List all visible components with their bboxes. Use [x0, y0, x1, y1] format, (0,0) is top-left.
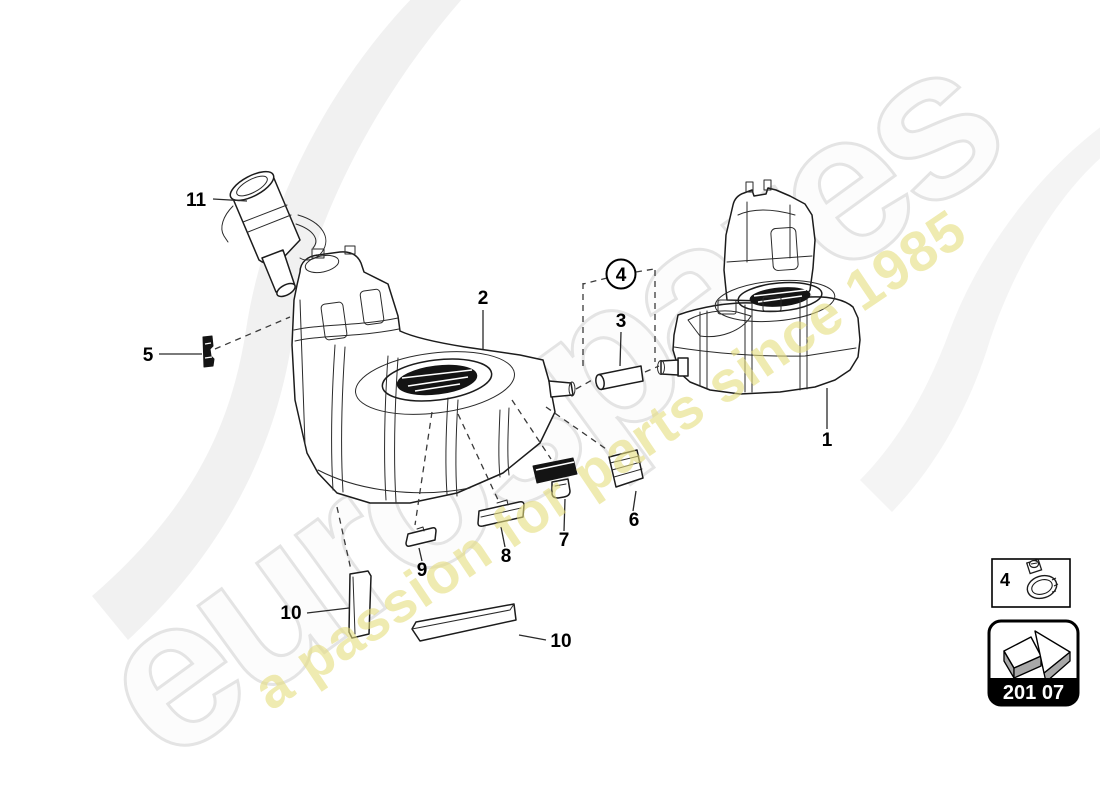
callout-7[interactable]: 7	[559, 530, 570, 551]
filler-neck-drawing	[221, 170, 327, 298]
callout-5[interactable]: 5	[143, 345, 154, 366]
swoosh-ribbon-right	[860, 127, 1100, 512]
part-8-pad	[477, 499, 525, 527]
direction-arrow-icon	[1003, 630, 1071, 683]
callout-10-left[interactable]: 10	[280, 603, 301, 624]
assembly-dashed-lines	[214, 268, 660, 571]
callout-2[interactable]: 2	[478, 288, 489, 309]
swoosh-ribbon-left	[92, 0, 462, 640]
part-3-hose-piece	[595, 365, 644, 391]
callout-6[interactable]: 6	[629, 510, 640, 531]
part-6-rubber-buffer	[608, 449, 644, 488]
hose-clamp-icon	[1025, 558, 1059, 600]
right-fuel-tank-drawing	[657, 179, 861, 395]
section-badge[interactable]: 201 07	[987, 619, 1080, 707]
callout-4-number: 4	[616, 265, 627, 286]
callout-11[interactable]: 11	[186, 190, 207, 211]
left-fuel-tank-drawing	[291, 245, 576, 504]
part-10-strip-vertical	[348, 570, 372, 639]
part-10-strip-diagonal	[411, 603, 517, 642]
callout-8[interactable]: 8	[501, 546, 512, 567]
callout-10-right[interactable]: 10	[550, 631, 571, 652]
part-9-pad	[405, 526, 437, 547]
part-5-clip	[202, 335, 215, 368]
callout-1[interactable]: 1	[822, 430, 833, 451]
callout-leader-lines	[159, 198, 828, 641]
legend-clamp-box[interactable]: 4	[991, 558, 1071, 608]
callouts-group: 11 5 2 3 1 6 7 8 9 10 10 4	[143, 190, 833, 652]
callout-4-circled[interactable]: 4	[605, 258, 637, 290]
badge-code-bar	[989, 678, 1078, 705]
part-7-bracket	[532, 457, 578, 499]
section-code: 201 07	[1003, 682, 1064, 704]
legend-part-number: 4	[1000, 570, 1010, 590]
callout-3[interactable]: 3	[616, 311, 627, 332]
callout-9[interactable]: 9	[417, 560, 428, 581]
